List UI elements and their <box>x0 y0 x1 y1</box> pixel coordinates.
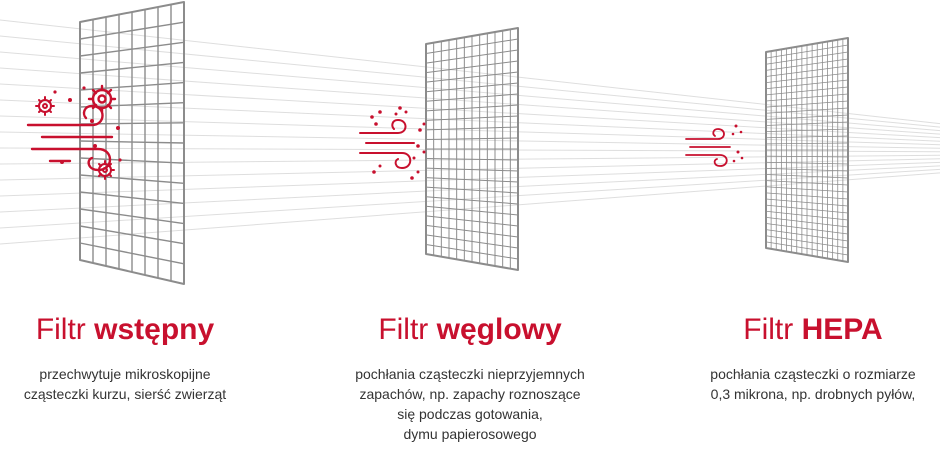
carbon-filter-title: Filtr węglowy <box>345 310 595 350</box>
title-bold-text: węglowy <box>436 313 562 346</box>
description-line: cząsteczki kurzu, sierść zwierząt <box>23 386 227 402</box>
description-line: pochłania cząsteczki o rozmiarze <box>710 366 916 382</box>
prefilter-title: Filtr wstępny <box>0 310 250 350</box>
prefilter-grid-panel <box>79 1 185 285</box>
carbon-filter-column: Filtr węglowy pochłania cząsteczki niepr… <box>345 310 595 444</box>
title-bold-text: HEPA <box>801 313 883 346</box>
particle-dots <box>53 86 122 164</box>
hepa-filter-column: Filtr HEPA pochłania cząsteczki o rozmia… <box>688 310 938 404</box>
description-line: przechwytuje mikroskopijne <box>39 366 211 382</box>
dust-particle-icon <box>87 84 117 114</box>
airflow-lines <box>0 19 941 245</box>
description-line: się podczas gotowania, <box>397 406 543 422</box>
prefilter-column: Filtr wstępny przechwytuje mikroskopijne… <box>0 310 250 404</box>
title-light-text: Filtr <box>743 313 802 346</box>
description-line: 0,3 mikrona, np. drobnych pyłów, <box>710 386 916 402</box>
description-line: dymu papierosowego <box>403 426 537 442</box>
hepa-filter-grid-panel <box>765 37 849 263</box>
filter-illustration <box>0 1 941 285</box>
hepa-filter-title: Filtr HEPA <box>688 310 938 350</box>
prefilter-description: przechwytuje mikroskopijne cząsteczki ku… <box>0 364 250 404</box>
description-line: zapachów, np. zapachy roznoszące <box>359 386 581 402</box>
odor-particle-dots <box>370 106 426 180</box>
carbon-filter-grid-panel <box>425 27 519 271</box>
title-light-text: Filtr <box>378 313 437 346</box>
wind-with-particles-icon <box>685 128 731 167</box>
title-light-text: Filtr <box>35 313 95 346</box>
wind-with-particles-icon <box>26 84 117 180</box>
wind-with-particles-icon <box>359 118 415 170</box>
dust-particle-icon <box>35 96 55 116</box>
carbon-filter-description: pochłania cząsteczki nieprzyjemnych zapa… <box>345 364 595 444</box>
title-bold-text: wstępny <box>94 313 215 346</box>
fine-particle-dots <box>731 124 744 163</box>
dust-particle-icon <box>95 160 115 180</box>
description-line: pochłania cząsteczki nieprzyjemnych <box>355 366 585 382</box>
hepa-filter-description: pochłania cząsteczki o rozmiarze 0,3 mik… <box>688 364 938 404</box>
